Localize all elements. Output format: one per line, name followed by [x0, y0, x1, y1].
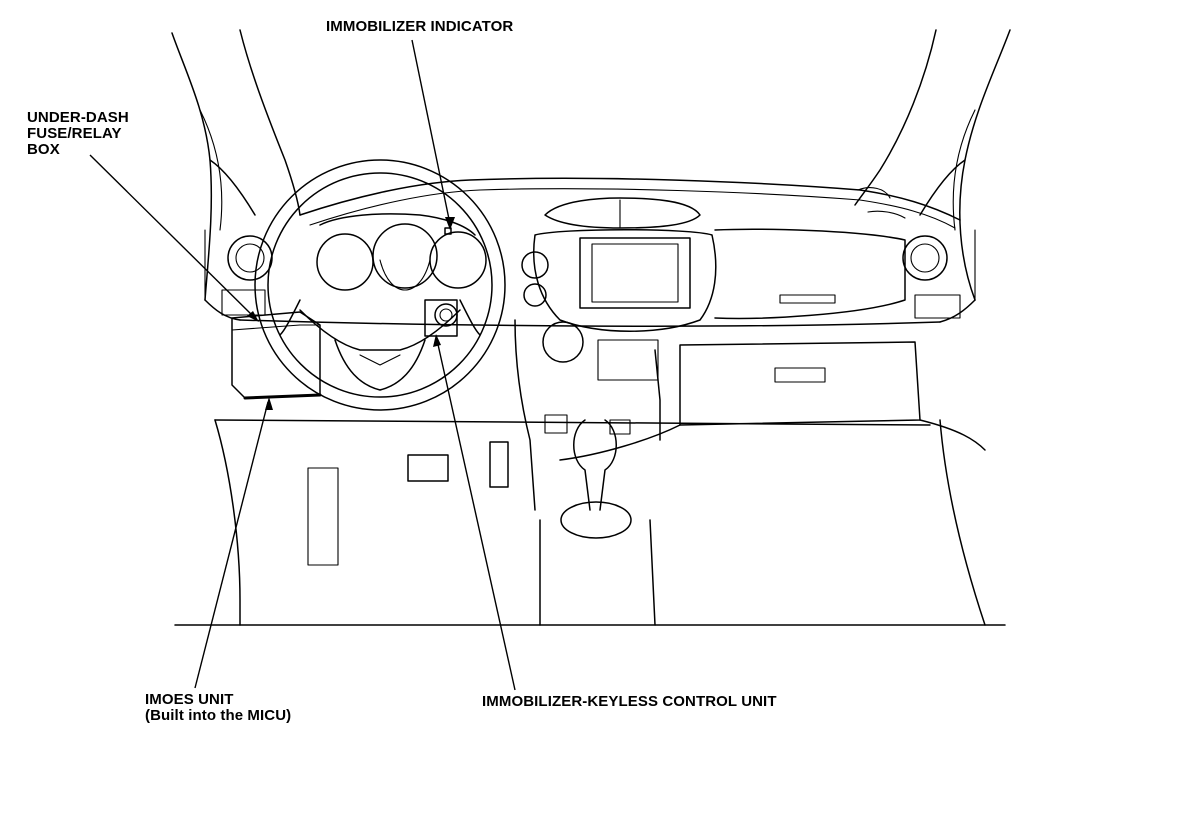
- imoes-unit-line-1: IMOES UNIT: [145, 691, 234, 708]
- dashboard-top: [204, 177, 976, 323]
- floor-area: [174, 419, 1006, 626]
- keyless-control-unit-text: IMMOBILIZER-KEYLESS CONTROL UNIT: [482, 693, 777, 710]
- fuse-relay-box-line-3: BOX: [27, 141, 60, 158]
- fuse-relay-box-line-1: UNDER-DASH: [27, 109, 129, 126]
- immobilizer-indicator-text: IMMOBILIZER INDICATOR: [326, 18, 514, 35]
- left-side-vent: [221, 235, 273, 316]
- steering-wheel: [254, 159, 506, 411]
- fuse-relay-box-line-2: FUSE/RELAY: [27, 125, 122, 142]
- right-side-vent: [902, 235, 961, 319]
- imoes-unit-line-2: (Built into the MICU): [145, 707, 292, 724]
- a-pillars: [171, 29, 1011, 301]
- fuse-relay-box: [231, 311, 322, 400]
- leader-lines: [89, 39, 516, 691]
- center-stack: [514, 197, 717, 511]
- fuse-relay-box-label: UNDER-DASH FUSE/RELAY BOX: [27, 110, 129, 158]
- imoes-unit-label: IMOES UNIT (Built into the MICU): [145, 692, 291, 724]
- glovebox: [239, 228, 986, 461]
- keyless-control-unit-label: IMMOBILIZER-KEYLESS CONTROL UNIT: [482, 694, 777, 710]
- gauge-cluster: [316, 213, 487, 291]
- immobilizer-indicator-label: IMMOBILIZER INDICATOR: [326, 19, 513, 35]
- ignition-switch: [424, 299, 458, 337]
